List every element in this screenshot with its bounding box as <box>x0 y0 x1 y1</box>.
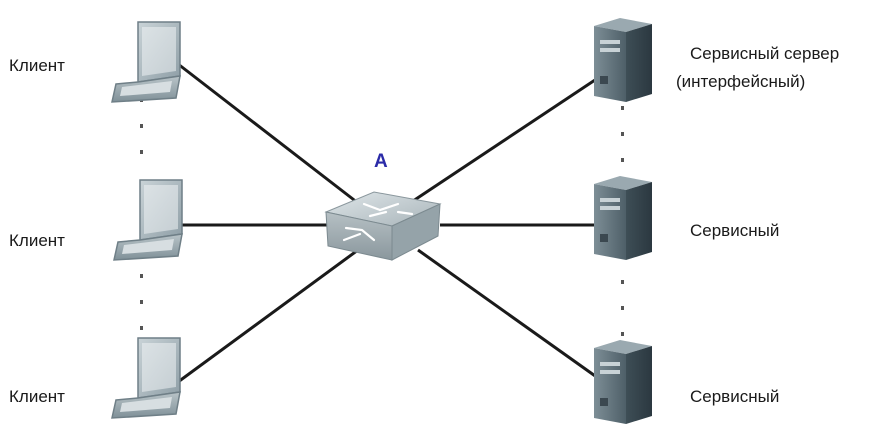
link-client-3 <box>177 248 359 384</box>
server-icon <box>594 176 652 260</box>
server-label: Сервисный сервер <box>690 44 840 63</box>
laptop-icon <box>111 21 181 103</box>
link-server-3 <box>417 248 599 380</box>
laptop-icon <box>113 179 183 261</box>
link-server-1 <box>409 76 599 205</box>
client-label: Клиент <box>9 387 65 406</box>
switch-icon <box>324 191 442 261</box>
server-icon <box>594 340 652 424</box>
server-label-sub: (интерфейсный) <box>676 72 806 91</box>
laptop-icon <box>111 337 181 419</box>
server-label: Сервисный <box>690 387 780 406</box>
client-label: Клиент <box>9 56 65 75</box>
switch-label: A <box>374 151 388 172</box>
links <box>177 62 599 384</box>
client-label: Клиент <box>9 231 65 250</box>
server-label: Сервисный <box>690 221 780 240</box>
server-icon <box>594 18 652 102</box>
link-client-1 <box>177 62 359 205</box>
